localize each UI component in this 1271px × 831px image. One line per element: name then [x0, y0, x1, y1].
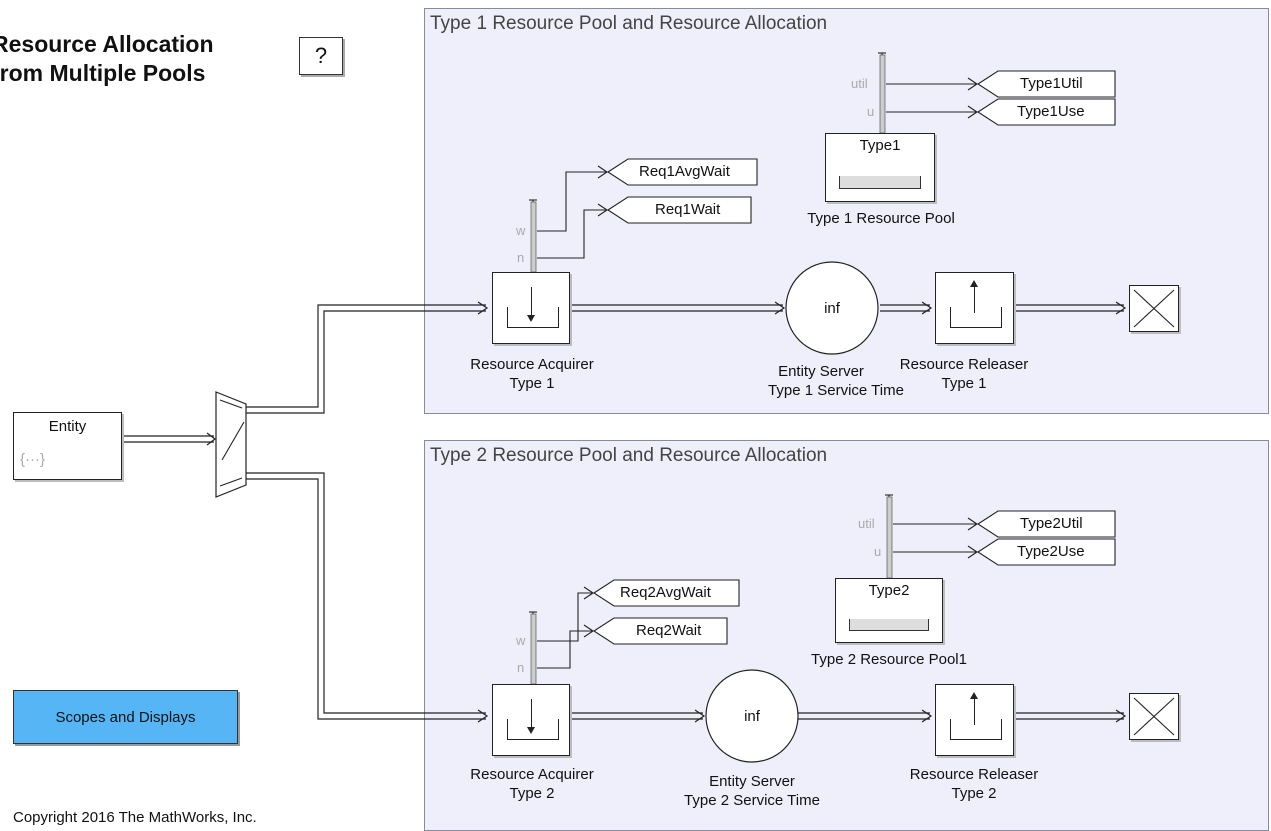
port-n-2: n	[517, 660, 525, 675]
terminator-x-icon	[1133, 289, 1175, 328]
releaser-1-label-2: Type 1	[941, 375, 987, 392]
pool-1-name: Type1	[859, 137, 901, 154]
port-n-1: n	[517, 250, 525, 265]
goto-type2util-label: Type2Util	[1020, 515, 1083, 532]
release-arrowhead-icon	[970, 692, 978, 699]
resource-pool-1[interactable]: Type1	[825, 133, 935, 202]
acquire-arrow-icon	[531, 699, 532, 731]
acquirer-2-label-2: Type 2	[509, 785, 555, 802]
releaser-2-label-1: Resource Releaser	[909, 766, 1039, 783]
model-title: Resource Allocation from Multiple Pools	[0, 30, 214, 88]
entity-server-2[interactable]	[705, 669, 799, 763]
terminator-x-icon	[1133, 697, 1175, 736]
resource-releaser-1[interactable]	[935, 272, 1014, 344]
resource-acquirer-1[interactable]	[492, 272, 570, 344]
resource-pool-2[interactable]: Type2	[835, 578, 943, 643]
resource-releaser-2[interactable]	[935, 684, 1014, 756]
pool-2-container-icon	[849, 619, 929, 631]
resource-acquirer-2[interactable]	[492, 684, 570, 756]
help-button[interactable]: ?	[299, 37, 343, 75]
acquire-arrowhead-icon	[527, 727, 535, 734]
entity-terminator-1[interactable]	[1129, 285, 1179, 332]
releaser-2-label-2: Type 2	[951, 785, 997, 802]
goto-req2avgwait-label: Req2AvgWait	[620, 584, 711, 601]
entity-terminator-2[interactable]	[1129, 693, 1179, 740]
server-2-label-1: Entity Server	[709, 773, 795, 790]
goto-type2util[interactable]	[976, 510, 1116, 538]
goto-req1wait[interactable]	[606, 196, 752, 224]
port-util-2: util	[858, 516, 875, 531]
goto-type1util[interactable]	[976, 70, 1116, 98]
port-u-1: u	[867, 104, 875, 119]
scopes-and-displays-button[interactable]: Scopes and Displays	[13, 690, 238, 744]
goto-req2wait-label: Req2Wait	[636, 622, 702, 639]
entity-generator[interactable]: Entity {···}	[13, 412, 122, 480]
pool-2-name: Type2	[868, 582, 910, 599]
type1-area-title: Type 1 Resource Pool and Resource Alloca…	[430, 13, 828, 34]
release-arrow-icon	[974, 695, 975, 725]
entity-server-1[interactable]	[785, 261, 879, 355]
goto-type2use-label: Type2Use	[1017, 543, 1085, 560]
server-1-label-1: Entity Server	[778, 363, 864, 380]
release-tray-icon	[950, 307, 1002, 328]
releaser-1-label-1: Resource Releaser	[899, 356, 1029, 373]
acquirer-2-label-1: Resource Acquirer	[470, 766, 594, 783]
goto-req2avgwait[interactable]	[592, 579, 740, 607]
acquire-tray-icon	[507, 719, 559, 740]
port-w-2: w	[516, 633, 526, 648]
entity-generator-label: Entity	[48, 418, 87, 435]
pool-1-label: Type 1 Resource Pool	[807, 210, 955, 227]
goto-type1use[interactable]	[976, 98, 1116, 126]
release-tray-icon	[950, 719, 1002, 740]
goto-type1use-label: Type1Use	[1017, 103, 1085, 120]
model-title-line1: Resource Allocation	[0, 31, 214, 57]
goto-req1avgwait[interactable]	[606, 158, 758, 186]
copyright-notice: Copyright 2016 The MathWorks, Inc.	[13, 809, 257, 826]
server-2-label-2: Type 2 Service Time	[684, 792, 820, 809]
acquirer-1-label-1: Resource Acquirer	[470, 356, 594, 373]
pool-2-label: Type 2 Resource Pool1	[811, 651, 967, 668]
release-arrowhead-icon	[970, 280, 978, 287]
goto-req1avgwait-label: Req1AvgWait	[639, 163, 730, 180]
server-2-value: inf	[744, 708, 760, 725]
pool-1-container-icon	[839, 176, 921, 189]
server-1-value: inf	[824, 300, 840, 317]
port-util-1: util	[851, 76, 868, 91]
type2-area-title: Type 2 Resource Pool and Resource Alloca…	[430, 445, 828, 466]
acquire-arrow-icon	[531, 287, 532, 319]
entity-output-switch[interactable]	[215, 391, 247, 498]
goto-type1util-label: Type1Util	[1020, 75, 1083, 92]
server-1-label-2: Type 1 Service Time	[768, 382, 904, 399]
goto-req1wait-label: Req1Wait	[655, 201, 721, 218]
release-arrow-icon	[974, 283, 975, 313]
acquirer-1-label-2: Type 1	[509, 375, 555, 392]
entity-structure-icon: {···}	[20, 451, 46, 468]
port-w-1: w	[516, 223, 526, 238]
acquire-arrowhead-icon	[527, 315, 535, 322]
acquire-tray-icon	[507, 307, 559, 328]
goto-req2wait[interactable]	[592, 617, 728, 645]
port-u-2: u	[874, 544, 882, 559]
model-title-line2: from Multiple Pools	[0, 60, 206, 86]
goto-type2use[interactable]	[976, 538, 1116, 566]
